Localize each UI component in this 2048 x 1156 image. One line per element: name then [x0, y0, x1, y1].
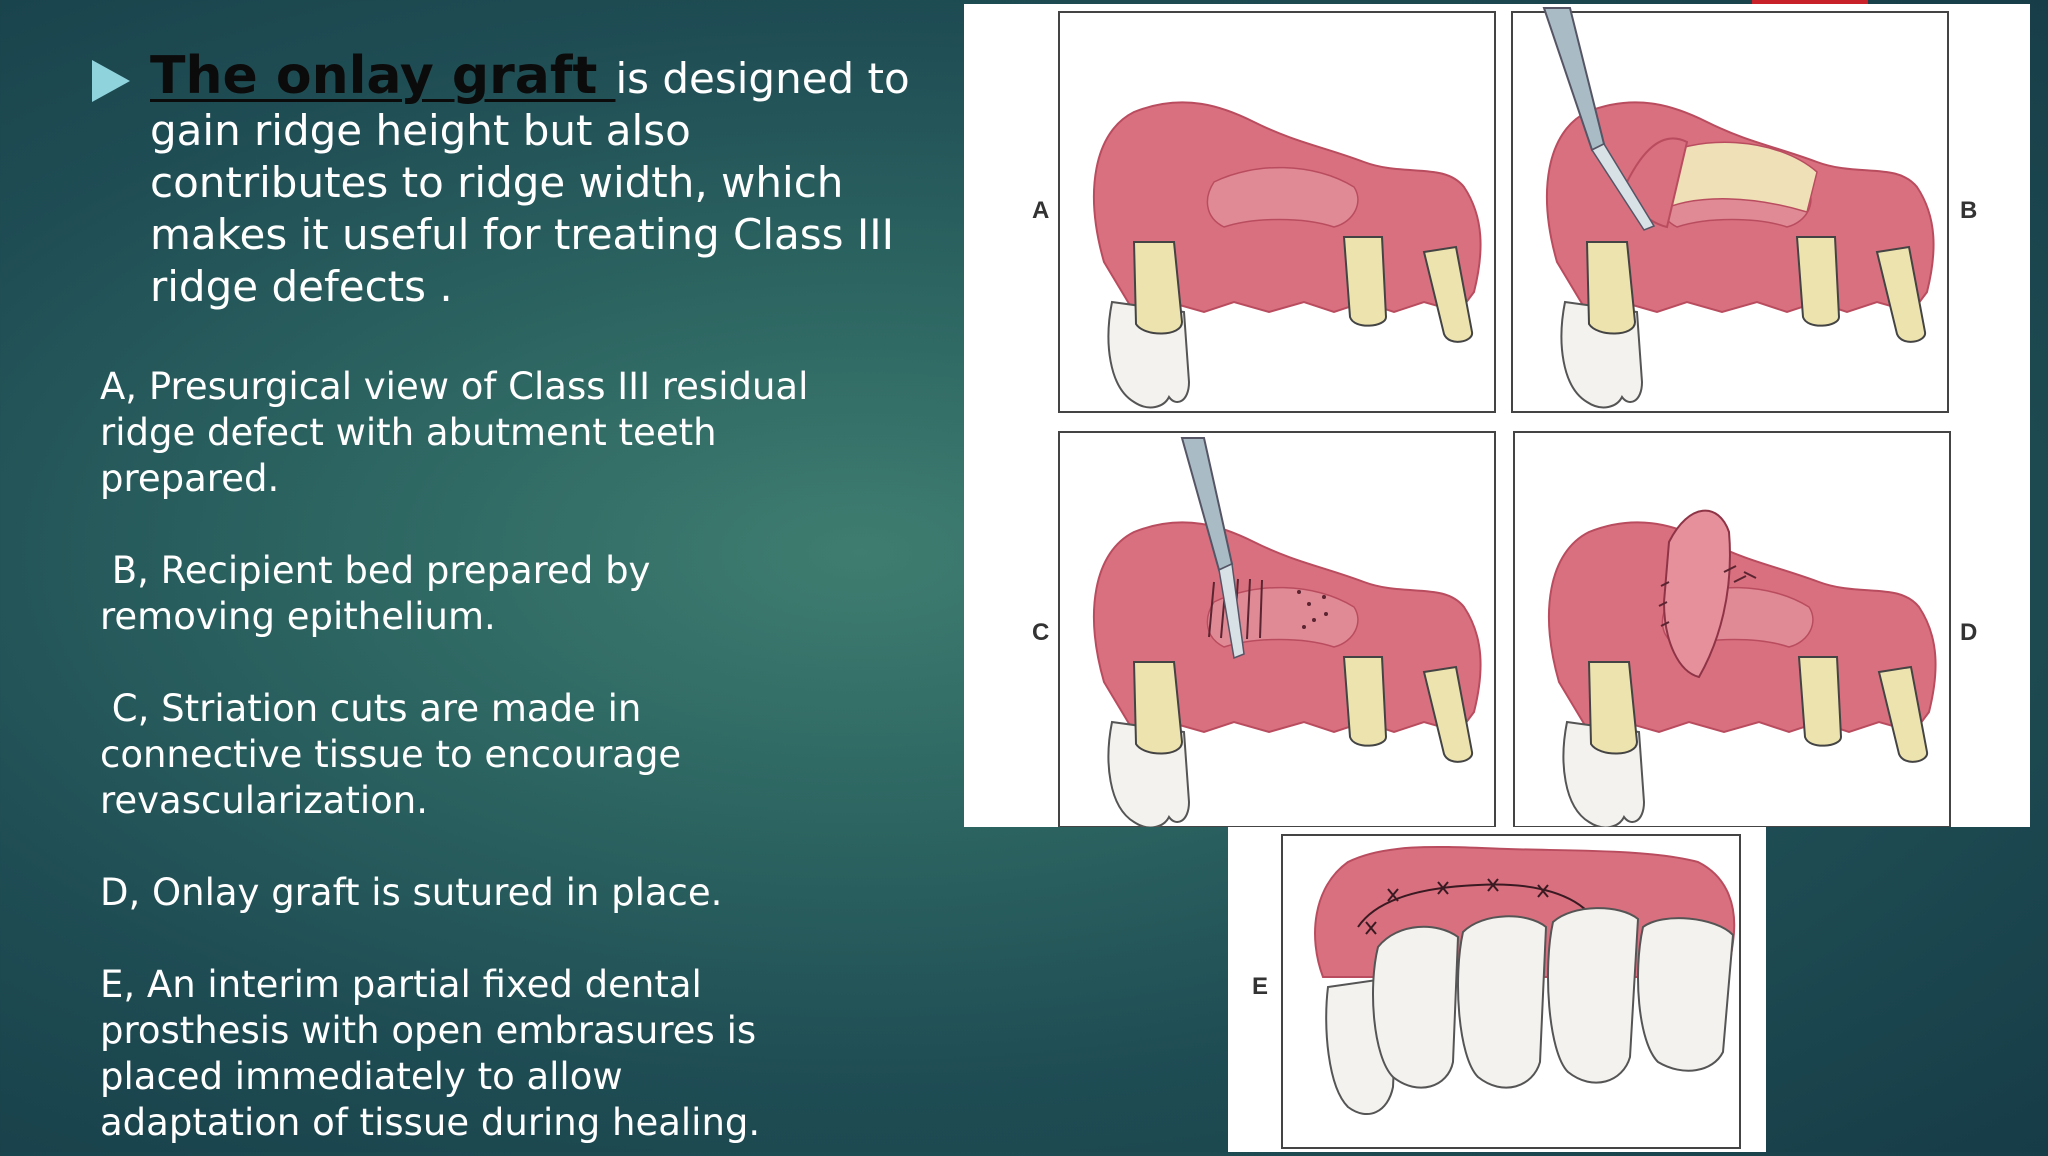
caption-c: C, Striation cuts are made in connective…: [100, 687, 682, 822]
label-c: C: [1032, 619, 1049, 646]
top-accent-bar: [1752, 0, 1868, 5]
label-b: B: [1960, 197, 1977, 224]
label-a: A: [1032, 197, 1049, 224]
caption-b: B, Recipient bed prepared by removing ep…: [100, 549, 651, 638]
figure-panel: A B C D: [964, 4, 2030, 829]
figure-panel-e: E: [1228, 827, 1766, 1152]
bullet-point: The onlay graft is designed to gain ridg…: [92, 50, 912, 313]
caption-d: D, Onlay graft is sutured in place.: [100, 871, 723, 914]
panel-d-drawing: [1548, 509, 1937, 829]
illustration-e: E: [1252, 834, 1741, 1149]
label-d: D: [1960, 619, 1977, 646]
panel-b-drawing: [1546, 101, 1935, 409]
illustration-abcd: A B C D: [1032, 7, 1977, 829]
bullet-lead-phrase: The onlay graft: [150, 46, 616, 106]
caption-e: E, An interim partial fixed dental prost…: [100, 963, 761, 1144]
bullet-arrow-icon: [92, 60, 130, 102]
bullet-text: The onlay graft is designed to gain ridg…: [150, 50, 912, 313]
panel-c-drawing: [1093, 521, 1482, 829]
label-e: E: [1252, 973, 1268, 1000]
caption-a: A, Presurgical view of Class III residua…: [100, 365, 809, 500]
bullet-body: is designed to gain ridge height but als…: [150, 54, 910, 311]
